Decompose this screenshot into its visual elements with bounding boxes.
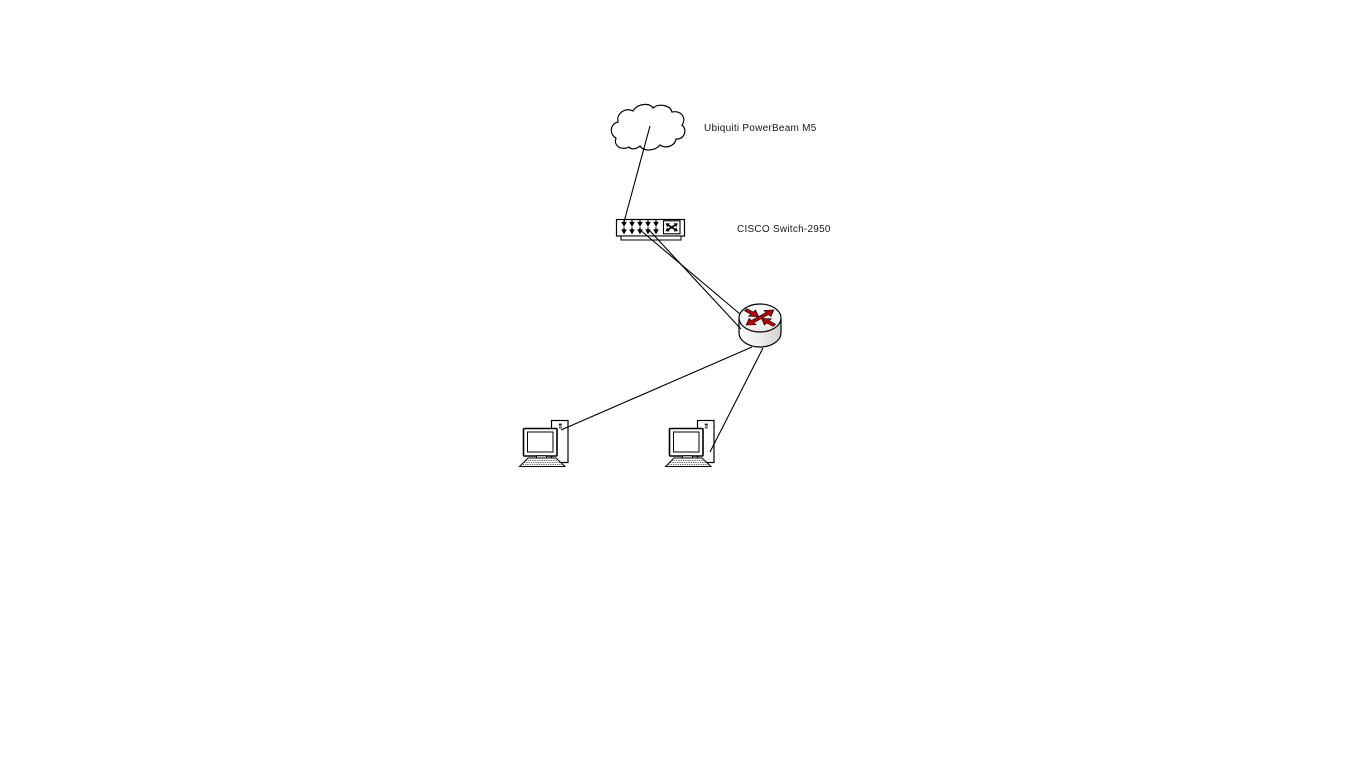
workstation-icon	[518, 419, 569, 468]
switch-icon	[615, 218, 686, 241]
workstation-icon	[664, 419, 715, 468]
edge-switch-router-1	[638, 228, 741, 315]
cloud-icon	[610, 103, 686, 151]
edges	[560, 125, 764, 453]
edge-switch-router-2	[649, 230, 742, 330]
cloud-label: Ubiquiti PowerBeam M5	[704, 123, 817, 134]
switch-label: CISCO Switch-2950	[737, 224, 831, 235]
router-icon	[738, 303, 782, 348]
edge-router-workstation-2	[709, 347, 764, 453]
edge-cloud-switch	[623, 125, 651, 223]
switch-crossbox-icon	[662, 220, 681, 235]
edge-router-workstation-1	[560, 346, 753, 431]
